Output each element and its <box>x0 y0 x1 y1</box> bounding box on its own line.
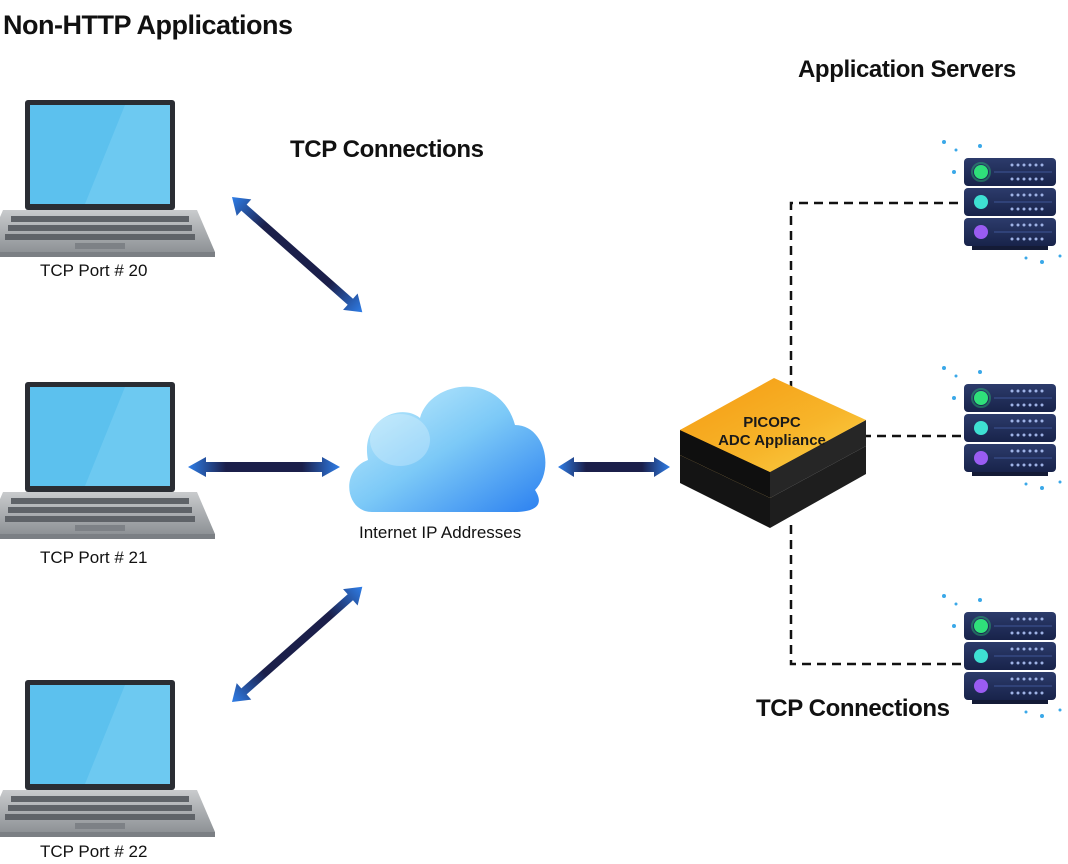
servers-heading: Application Servers <box>798 56 1016 83</box>
client-3-port-label: TCP Port # 22 <box>40 842 148 861</box>
laptop-client-1 <box>0 100 215 257</box>
server-stack-2 <box>941 365 1063 491</box>
arrow-cloud-adc <box>558 457 670 477</box>
arrow-client2-cloud <box>188 457 340 477</box>
adc-label-line1: PICOPC <box>743 414 801 431</box>
server-stack-3 <box>941 593 1063 719</box>
adc-appliance-icon <box>680 378 866 528</box>
client-2-port-label: TCP Port # 21 <box>40 548 148 567</box>
tcp-connections-label-top: TCP Connections <box>290 136 484 163</box>
adc-label-line2: ADC Appliance <box>718 432 826 449</box>
page-title: Non-HTTP Applications <box>3 10 293 40</box>
adc-label: PICOPC ADC Appliance <box>712 414 832 450</box>
cloud-icon <box>349 386 546 512</box>
laptop-client-3 <box>0 680 215 837</box>
server-stack-1 <box>941 139 1063 265</box>
arrow-client3-cloud <box>232 586 363 702</box>
dashed-links <box>789 201 965 666</box>
laptop-client-2 <box>0 382 215 539</box>
tcp-connections-label-bottom: TCP Connections <box>756 695 950 722</box>
arrow-client1-cloud <box>232 197 363 313</box>
cloud-label: Internet IP Addresses <box>359 523 522 542</box>
client-1-port-label: TCP Port # 20 <box>40 261 148 280</box>
